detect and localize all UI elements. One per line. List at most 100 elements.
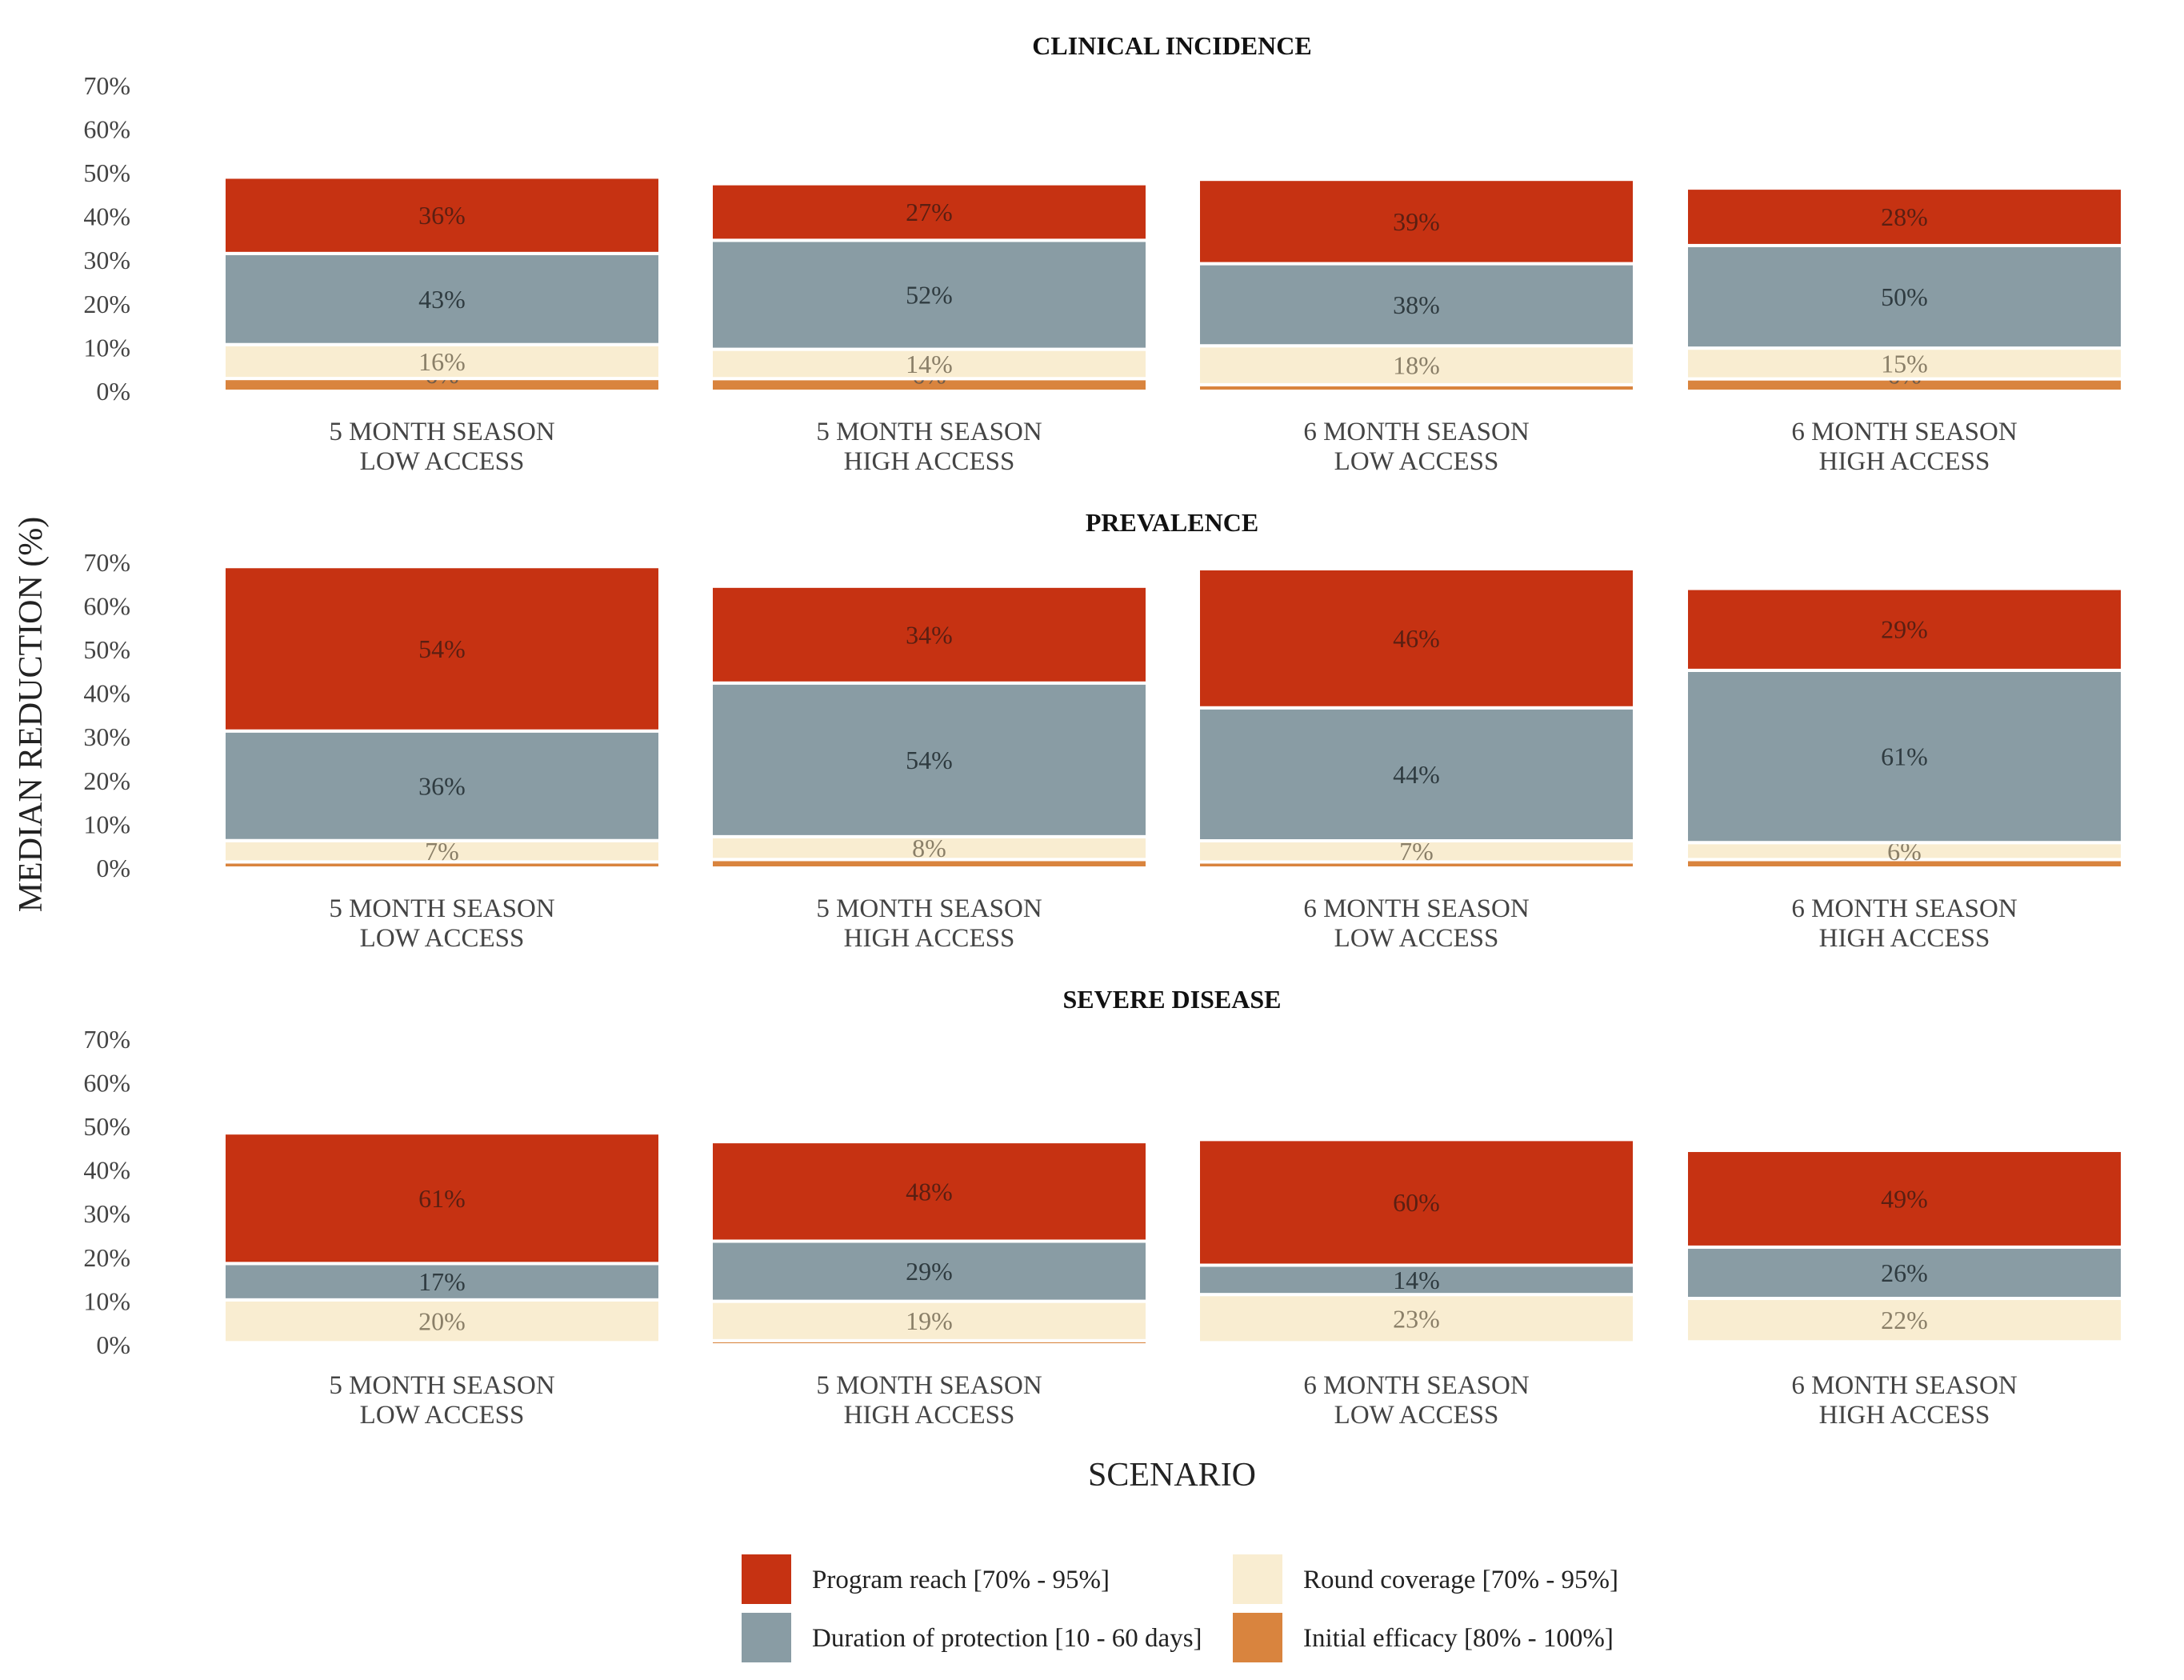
legend-swatch [742, 1613, 791, 1662]
segment-label: 29% [1881, 615, 1928, 644]
x-tick-label: 5 MONTH SEASON [816, 418, 1042, 446]
segment-label: 52% [906, 280, 953, 309]
segment-label: 16% [418, 347, 466, 376]
y-tick-label: 70% [83, 1025, 130, 1054]
x-tick-label: 5 MONTH SEASON [329, 418, 555, 446]
x-tick-label: LOW ACCESS [360, 447, 525, 476]
panel-2: PREVALENCE0%10%20%30%40%50%60%70%7%36%54… [83, 508, 2124, 953]
bar-segment-duration [710, 681, 1149, 838]
stacked-bar: 7%36%54% [222, 565, 662, 870]
y-tick-label: 50% [83, 158, 130, 187]
y-tick-label: 10% [83, 333, 130, 362]
x-tick-label: HIGH ACCESS [844, 1401, 1015, 1430]
bar-segment-program-reach [222, 175, 662, 255]
panels: CLINICAL INCIDENCE 0% 10% 20% 30% 40% 50% 60% 70… [83, 31, 2124, 1430]
y-tick-label: 30% [83, 1199, 130, 1228]
segment-label: 14% [906, 350, 953, 378]
stacked-bar: 6%14%52%27% [710, 182, 1149, 394]
stacked-bar: 18%38%39% [1197, 178, 1636, 394]
segment-label: 46% [1393, 624, 1440, 653]
x-tick-label: LOW ACCESS [1334, 447, 1499, 476]
legend-label: Duration of protection [10 - 60 days] [812, 1624, 1202, 1653]
segment-label: 22% [1881, 1306, 1928, 1334]
segment-label: 61% [1881, 742, 1928, 771]
legend: Program reach [70% - 95%] Round coverage … [742, 1554, 1618, 1662]
stacked-bar: 6%61%29% [1685, 586, 2124, 870]
y-tick-label: 40% [83, 202, 130, 231]
y-tick-label: 0% [96, 854, 130, 882]
x-tick-label: LOW ACCESS [1334, 1401, 1499, 1430]
y-tick-label: 20% [83, 766, 130, 795]
stacked-bar: 23%14%60% [1197, 1138, 1636, 1347]
legend-item: Initial efficacy [80% - 100%] [1233, 1613, 1614, 1662]
y-tick-label: 10% [83, 810, 130, 838]
segment-label: 17% [418, 1267, 466, 1296]
y-tick-label: 30% [83, 246, 130, 274]
panel-title: PREVALENCE [1086, 508, 1258, 537]
x-tick-label: HIGH ACCESS [844, 924, 1015, 953]
stacked-bar: 22% 26% 49% [1685, 1149, 2124, 1346]
legend-label: Round coverage [70% - 95%] [1303, 1566, 1618, 1594]
bar-segment-duration [1197, 262, 1636, 348]
bar-segment-program-reach [710, 584, 1149, 685]
x-tick-label: 6 MONTH SEASON [1791, 894, 2018, 923]
segment-label: 19% [906, 1306, 953, 1335]
x-tick-label: 6 MONTH SEASON [1303, 894, 1530, 923]
bar-segment-duration [710, 238, 1149, 351]
x-tick-label: 6 MONTH SEASON [1303, 418, 1530, 446]
x-tick-label: LOW ACCESS [360, 1401, 525, 1430]
x-tick-label: LOW ACCESS [360, 924, 525, 953]
y-tick-label: 30% [83, 722, 130, 751]
bar-segment-program-reach [1197, 566, 1636, 710]
stacked-bar: 8%54%34% [710, 584, 1149, 870]
bar-segment-duration [710, 1239, 1149, 1303]
bar-segment-duration [222, 729, 662, 842]
segment-label: 18% [1393, 351, 1440, 380]
y-axis-title: MEDIAN REDUCTION (%) [13, 517, 50, 913]
y-tick-label: 70% [83, 548, 130, 577]
bar-segment-duration [1685, 668, 2124, 845]
legend-item: Round coverage [70% - 95%] [1233, 1554, 1618, 1604]
segment-label: 49% [1881, 1184, 1928, 1213]
bar-segment-program-reach [222, 565, 662, 733]
x-tick-label: HIGH ACCESS [844, 447, 1015, 476]
y-tick-label: 20% [83, 1243, 130, 1272]
legend-label: Program reach [70% - 95%] [812, 1566, 1110, 1594]
bar-segment-program-reach [1197, 1138, 1636, 1267]
legend-swatch [1233, 1554, 1282, 1604]
y-tick-label: 60% [83, 591, 130, 620]
segment-label: 26% [1881, 1258, 1928, 1287]
segment-label: 8% [912, 834, 946, 862]
x-axis-title: SCENARIO [1088, 1457, 1256, 1494]
y-tick-label: 20% [83, 290, 130, 318]
bar-segment-duration [1685, 243, 2124, 350]
y-tick-label: 60% [83, 114, 130, 143]
x-tick-label: 6 MONTH SEASON [1303, 1371, 1530, 1400]
segment-label: 43% [418, 285, 466, 314]
bar-segment-program-reach [1197, 178, 1636, 266]
panel-title: SEVERE DISEASE [1063, 985, 1282, 1014]
segment-label: 20% [418, 1307, 466, 1336]
stacked-bar: 7%44%46% [1197, 566, 1636, 870]
legend-swatch [1233, 1613, 1282, 1662]
x-tick-label: 5 MONTH SEASON [816, 894, 1042, 923]
x-tick-label: LOW ACCESS [1334, 924, 1499, 953]
bar-segment-round-coverage [1197, 344, 1636, 386]
bar-segment-program-reach [1685, 1149, 2124, 1249]
bar-segment-round-coverage [1197, 1293, 1636, 1345]
bar-segment-program-reach [222, 1131, 662, 1266]
panel-title: CLINICAL INCIDENCE [1032, 31, 1311, 60]
panel-3: SEVERE DISEASE0%10%20%30%40%50%60%70%20%… [83, 985, 2124, 1430]
segment-label: 61% [418, 1184, 466, 1213]
bar-segment-duration [222, 1262, 662, 1302]
segment-label: 39% [1393, 207, 1440, 236]
x-tick-label: HIGH ACCESS [1819, 924, 1990, 953]
segment-label: 29% [906, 1257, 953, 1286]
panel-1: CLINICAL INCIDENCE0%10%20%30%40%50%60%70… [83, 31, 2124, 476]
segment-label: 54% [906, 746, 953, 774]
y-tick-label: 0% [96, 1330, 130, 1359]
segment-label: 23% [1393, 1304, 1440, 1333]
y-tick-label: 70% [83, 71, 130, 100]
